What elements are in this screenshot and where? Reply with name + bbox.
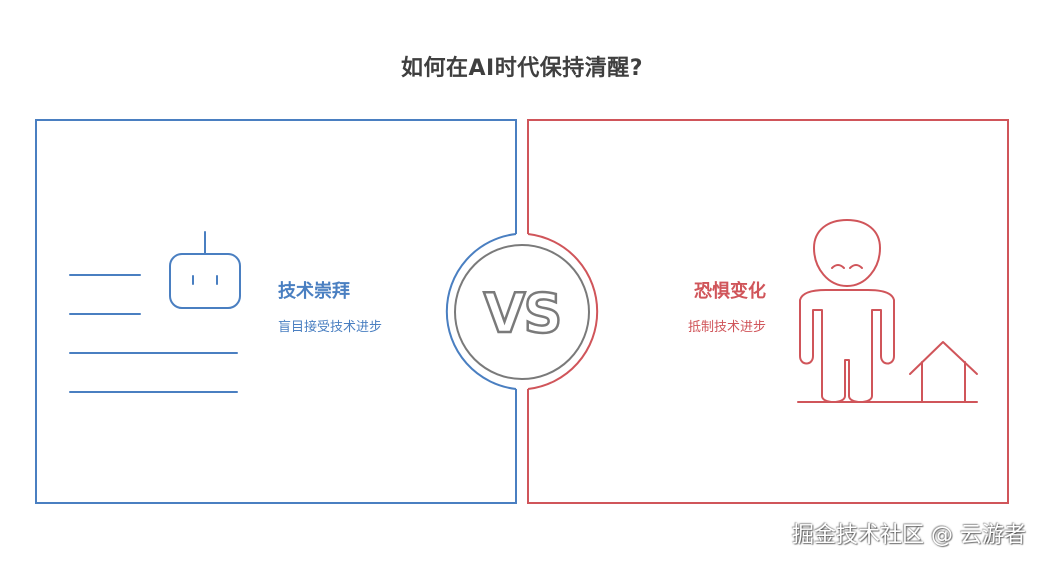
- left-panel-description: 盲目接受技术进步: [278, 320, 383, 335]
- right-panel-heading: 恐惧变化: [694, 281, 766, 302]
- left-panel-border: [35, 119, 517, 504]
- left-arc: [445, 233, 517, 390]
- robot-with-text-lines-icon: [69, 231, 241, 393]
- vs-label: VS: [484, 282, 561, 345]
- vs-circle: [454, 244, 590, 380]
- diagram-title: 如何在AI时代保持清醒?: [401, 56, 643, 81]
- right-panel-description: 抵制技术进步: [687, 320, 766, 335]
- right-panel-border: [527, 119, 1009, 504]
- frightened-figure-with-house-icon: [797, 219, 978, 403]
- right-arc: [527, 233, 599, 390]
- left-panel-heading: 技术崇拜: [278, 281, 350, 302]
- watermark: 掘金技术社区 @ 云游者: [792, 523, 1026, 548]
